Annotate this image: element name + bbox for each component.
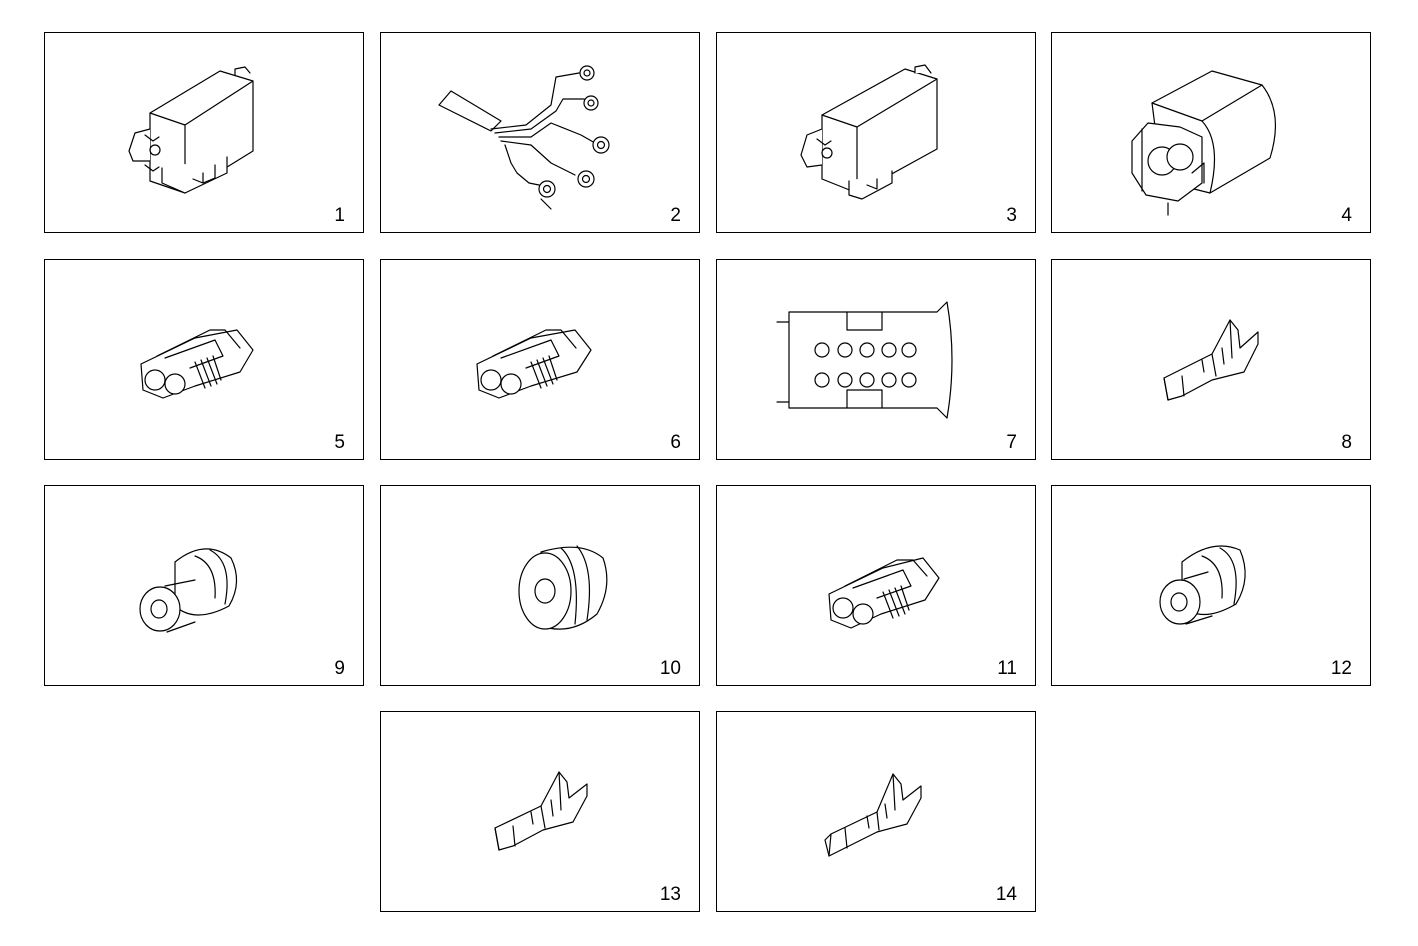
part-cell-14[interactable]: 14 xyxy=(716,711,1036,912)
wire-seal-icon xyxy=(1159,545,1246,625)
part-cell-12[interactable]: 12 xyxy=(1051,485,1371,686)
part-cell-7[interactable]: 7 xyxy=(716,259,1036,460)
part-cell-6[interactable]: 6 xyxy=(380,259,700,460)
crimp-terminal-icon xyxy=(494,771,588,851)
part-number-5: 5 xyxy=(334,432,345,453)
relay-module-icon xyxy=(128,66,254,194)
crimp-terminal-icon xyxy=(1163,319,1259,401)
part-cell-4[interactable]: 4 xyxy=(1051,32,1371,233)
part-number-3: 3 xyxy=(1006,205,1017,226)
part-cell-10[interactable]: 10 xyxy=(380,485,700,686)
part-cell-9[interactable]: 9 xyxy=(44,485,364,686)
part-number-8: 8 xyxy=(1341,432,1352,453)
wire-seal-icon xyxy=(518,545,608,630)
round-connector-housing-icon xyxy=(1131,70,1276,216)
part-number-13: 13 xyxy=(659,884,681,905)
part-number-14: 14 xyxy=(995,884,1017,905)
ten-pin-connector-face-icon xyxy=(776,301,953,419)
two-pin-connector-icon xyxy=(828,557,940,629)
relay-module-icon xyxy=(800,64,938,200)
part-cell-8[interactable]: 8 xyxy=(1051,259,1371,460)
part-cell-13[interactable]: 13 xyxy=(380,711,700,912)
part-number-2: 2 xyxy=(670,205,681,226)
part-number-12: 12 xyxy=(1330,658,1352,679)
part-cell-5[interactable]: 5 xyxy=(44,259,364,460)
part-number-1: 1 xyxy=(334,205,345,226)
two-pin-connector-icon xyxy=(140,329,254,399)
two-pin-connector-icon xyxy=(476,329,592,399)
part-number-7: 7 xyxy=(1006,432,1017,453)
part-cell-1[interactable]: 1 xyxy=(44,32,364,233)
part-number-4: 4 xyxy=(1341,205,1352,226)
part-cell-3[interactable]: 3 xyxy=(716,32,1036,233)
part-cell-11[interactable]: 11 xyxy=(716,485,1036,686)
crimp-terminal-icon xyxy=(824,773,922,857)
part-number-9: 9 xyxy=(334,658,345,679)
part-cell-2[interactable]: 2 xyxy=(380,32,700,233)
part-number-6: 6 xyxy=(670,432,681,453)
part-number-11: 11 xyxy=(997,658,1017,679)
wiring-harness-icon xyxy=(438,65,610,210)
part-number-10: 10 xyxy=(659,658,681,679)
wire-seal-icon xyxy=(139,548,238,633)
